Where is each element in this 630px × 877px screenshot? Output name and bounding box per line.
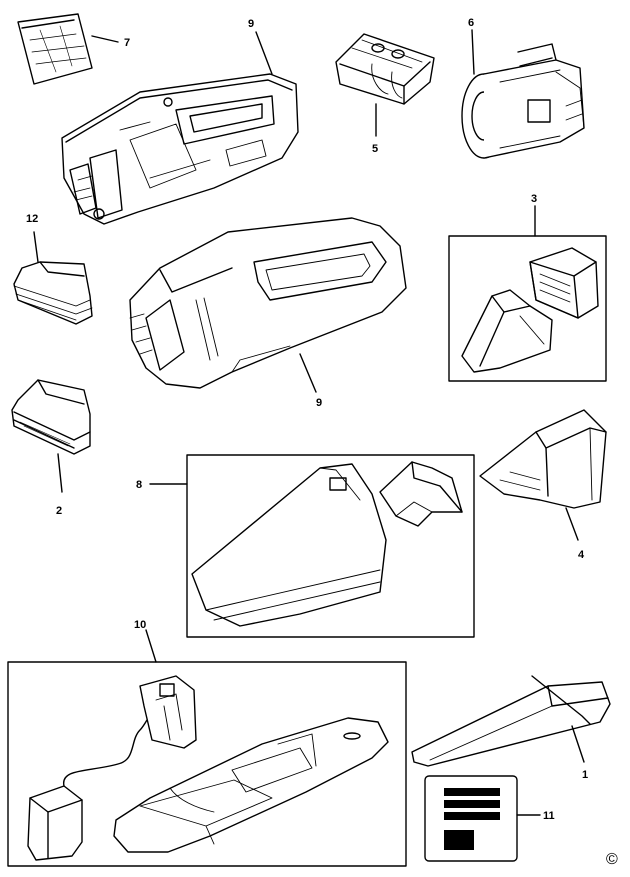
callout-1: 1 bbox=[582, 769, 588, 781]
callout-9-top: 9 bbox=[248, 18, 254, 30]
callout-8: 8 bbox=[136, 479, 142, 491]
part-10-charger-plug bbox=[27, 785, 83, 861]
leader-line-10 bbox=[145, 629, 157, 663]
leader-line-9-mid bbox=[299, 353, 317, 393]
callout-6: 6 bbox=[468, 17, 474, 29]
callout-10: 10 bbox=[134, 619, 146, 631]
leader-line-7 bbox=[91, 35, 119, 43]
part-10-cable bbox=[63, 707, 157, 787]
callout-2: 2 bbox=[56, 505, 62, 517]
part-4-crevice-tool bbox=[479, 409, 607, 509]
part-5-battery-pack bbox=[335, 33, 435, 105]
part-12-wide-nozzle bbox=[13, 261, 93, 325]
leader-line-12 bbox=[33, 231, 39, 263]
callout-5: 5 bbox=[372, 143, 378, 155]
leader-line-9-top bbox=[255, 31, 273, 75]
callout-7: 7 bbox=[124, 37, 130, 49]
part-10-frame bbox=[7, 661, 407, 867]
part-3-filter-element bbox=[461, 289, 553, 373]
callout-9-mid: 9 bbox=[316, 397, 322, 409]
callout-11: 11 bbox=[543, 810, 555, 822]
part-11-rating-label bbox=[424, 775, 518, 862]
leader-line-1 bbox=[571, 725, 585, 763]
leader-line-6 bbox=[471, 29, 475, 75]
part-8-frame bbox=[186, 454, 475, 638]
leader-line-2 bbox=[57, 453, 63, 493]
callout-4: 4 bbox=[578, 549, 585, 561]
part-3-frame bbox=[448, 235, 607, 382]
copyright-symbol: © bbox=[606, 851, 618, 868]
part-2-brush-nozzle bbox=[11, 379, 91, 455]
part-1-long-crevice bbox=[411, 675, 611, 767]
part-7-filter-pack bbox=[17, 13, 93, 85]
part-10-charging-base bbox=[113, 717, 389, 853]
part-8-dust-bowl bbox=[191, 463, 387, 627]
part-8-bowl-filter bbox=[379, 461, 463, 527]
leader-line-4 bbox=[565, 507, 579, 541]
callout-12: 12 bbox=[26, 213, 38, 225]
part-3-filter-cage bbox=[529, 247, 599, 319]
part-9-housing-half-mid bbox=[129, 217, 407, 389]
part-6-motor-assembly bbox=[461, 43, 585, 159]
part-10-charging-contacts bbox=[139, 675, 197, 749]
callout-3: 3 bbox=[531, 193, 537, 205]
part-9-housing-half-top bbox=[61, 73, 299, 225]
